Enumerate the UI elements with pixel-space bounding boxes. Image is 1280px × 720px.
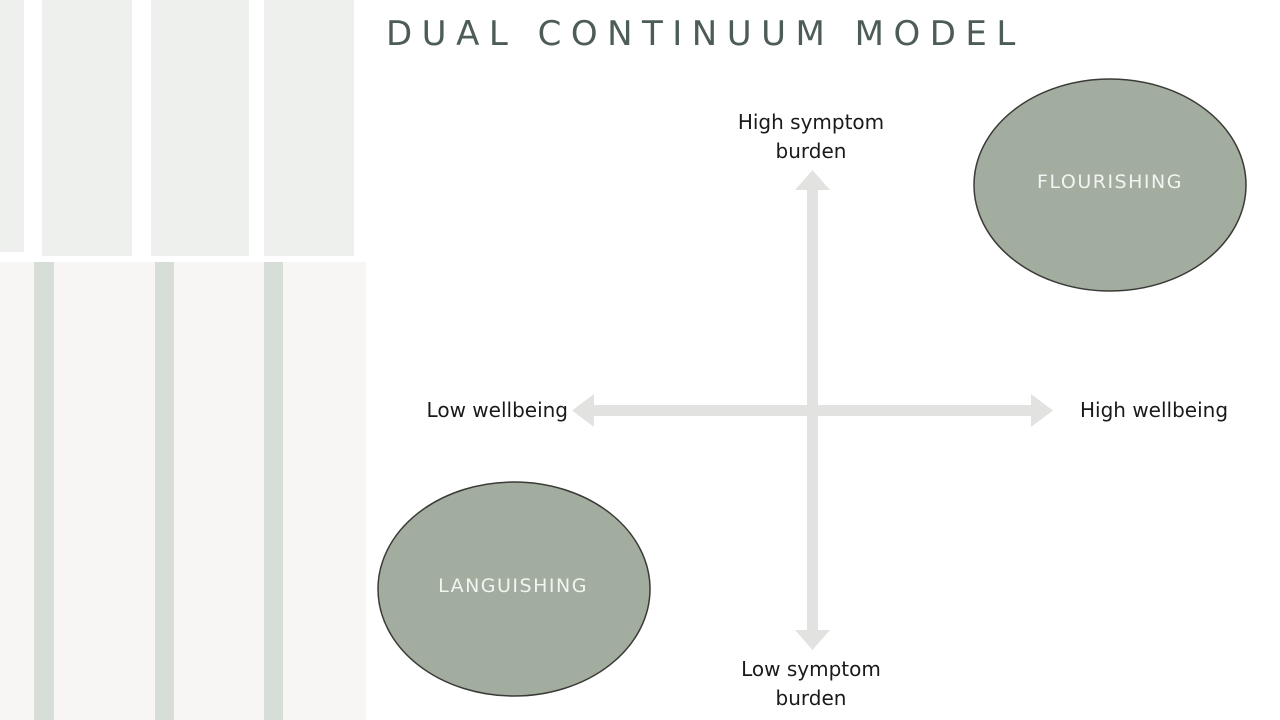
flourishing-ellipse — [973, 78, 1247, 292]
high-wellbeing-label: High wellbeing — [1080, 398, 1229, 422]
decor-stripe — [34, 262, 54, 720]
languishing-ellipse — [377, 481, 651, 697]
low-symptom-burden-label: Low symptom burden — [741, 657, 881, 710]
decor-upper-panel — [42, 0, 132, 256]
decor-lower-panel — [0, 262, 366, 720]
horizontal-axis-arrow — [572, 394, 1053, 427]
languishing-label: LANGUISHING — [438, 575, 588, 597]
decor-stripe — [155, 262, 174, 720]
high-symptom-burden-label: High symptom burden — [737, 110, 885, 163]
decorative-panel — [0, 0, 366, 720]
decor-upper-panel — [151, 0, 249, 256]
flourishing-label: FLOURISHING — [1037, 171, 1183, 193]
low-wellbeing-label: Low wellbeing — [426, 398, 568, 422]
slide-title: DUAL CONTINUUM MODEL — [386, 14, 1025, 54]
decor-upper-panel — [264, 0, 354, 256]
decor-upper-panel — [0, 0, 24, 252]
decor-stripe — [264, 262, 283, 720]
